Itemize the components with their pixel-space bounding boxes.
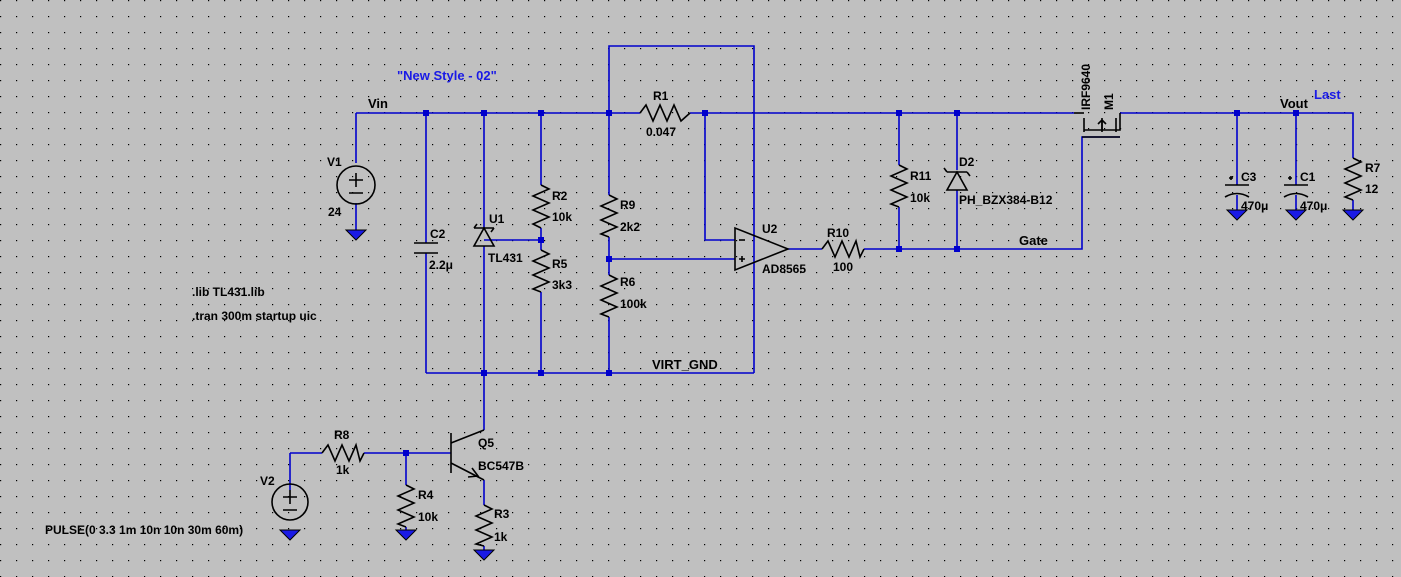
v1-source-symbol[interactable]	[336, 165, 376, 205]
r8-resistor-symbol[interactable]	[321, 442, 365, 464]
r7-name: R7	[1365, 161, 1381, 175]
v2-value: PULSE(0 3.3 1m 10n 10n 30m 60m)	[45, 523, 243, 537]
r1-resistor-symbol[interactable]	[639, 103, 691, 123]
spice-directives: .lib TL431.lib .tran 300m startup uic	[192, 285, 317, 323]
r6-resistor-symbol[interactable]	[598, 274, 619, 318]
r9-value: 2k2	[620, 220, 640, 234]
r2-name: R2	[552, 189, 568, 203]
m1-value: IRF9640	[1079, 64, 1093, 110]
r1-name: R1	[653, 89, 669, 103]
r4-name: R4	[418, 488, 434, 502]
u1-name: U1	[489, 212, 505, 226]
u2-value: AD8565	[762, 262, 806, 276]
r10-resistor-symbol[interactable]	[821, 238, 865, 260]
r8-value: 1k	[336, 463, 350, 477]
v1-value: 24	[328, 205, 342, 219]
q5-value: BC547B	[478, 459, 524, 473]
c1-value: 470μ	[1300, 199, 1327, 213]
r4-value: 10k	[418, 510, 438, 524]
u1-value: TL431	[488, 251, 523, 265]
r7-value: 12	[1365, 182, 1379, 196]
r10-name: R10	[827, 226, 849, 240]
q5-name: Q5	[478, 436, 494, 450]
wires	[289, 45, 1354, 550]
c2-name: C2	[430, 227, 446, 241]
junctions	[403, 110, 1299, 456]
r9-name: R9	[620, 198, 636, 212]
u2-name: U2	[762, 222, 778, 236]
r5-value: 3k3	[552, 278, 572, 292]
v2-source-symbol[interactable]	[271, 483, 309, 521]
r3-resistor-symbol[interactable]	[473, 504, 494, 547]
d2-name: D2	[959, 155, 975, 169]
directive-lib[interactable]: .lib TL431.lib	[192, 285, 265, 299]
r4-resistor-symbol[interactable]	[395, 484, 416, 528]
ground-icon	[394, 529, 418, 541]
directive-tran[interactable]: .tran 300m startup uic	[192, 309, 317, 323]
net-label-vin: Vin	[368, 96, 388, 111]
c1-name: C1	[1300, 170, 1316, 184]
r11-name: R11	[910, 169, 932, 183]
r6-name: R6	[620, 275, 636, 289]
r8-name: R8	[334, 428, 350, 442]
r7-resistor-symbol[interactable]	[1342, 157, 1363, 201]
r10-value: 100	[833, 260, 853, 274]
q5-transistor-symbol[interactable]	[450, 429, 485, 481]
net-label-last: Last	[1314, 87, 1341, 102]
c3-value: 470μ	[1241, 199, 1268, 213]
r3-value: 1k	[494, 530, 508, 544]
ground-icon	[278, 529, 302, 541]
net-label-gate: Gate	[1019, 233, 1048, 248]
r2-resistor-symbol[interactable]	[531, 184, 551, 229]
ground-icon	[472, 549, 496, 561]
r1-value: 0.047	[646, 125, 676, 139]
net-label-virt-gnd: VIRT_GND	[652, 357, 718, 372]
d2-value: PH_BZX384-B12	[959, 193, 1053, 207]
d2-zener-symbol[interactable]	[943, 167, 971, 191]
ground-icon	[1284, 209, 1308, 221]
component-labels: V1 24 V2 PULSE(0 3.3 1m 10n 10n 30m 60m)…	[45, 64, 1381, 544]
c2-value: 2.2μ	[429, 258, 453, 272]
r5-name: R5	[552, 257, 568, 271]
ground-icon	[344, 229, 368, 241]
ground-icon	[1225, 209, 1249, 221]
ground-icon	[1341, 209, 1365, 221]
c2-capacitor-symbol[interactable]	[414, 242, 438, 254]
r6-value: 100k	[620, 297, 647, 311]
v1-name: V1	[327, 155, 342, 169]
c3-capacitor-symbol[interactable]	[1224, 176, 1250, 198]
r9-resistor-symbol[interactable]	[598, 194, 619, 238]
c1-capacitor-symbol[interactable]	[1283, 176, 1309, 198]
m1-name: M1	[1102, 93, 1116, 110]
net-labels: "New Style - 02" Vin Vout Last Gate VIRT…	[368, 68, 1341, 372]
v2-name: V2	[260, 474, 275, 488]
r11-resistor-symbol[interactable]	[888, 164, 909, 208]
r2-value: 10k	[552, 210, 572, 224]
r3-name: R3	[494, 507, 510, 521]
c3-name: C3	[1241, 170, 1257, 184]
u1-tl431-symbol[interactable]	[472, 223, 496, 247]
r5-resistor-symbol[interactable]	[530, 249, 551, 293]
schematic-title: "New Style - 02"	[397, 68, 497, 83]
net-label-vout: Vout	[1280, 96, 1309, 111]
u2-opamp-symbol[interactable]	[734, 226, 791, 272]
r11-value: 10k	[910, 191, 930, 205]
m1-mosfet-symbol[interactable]	[1074, 112, 1121, 138]
